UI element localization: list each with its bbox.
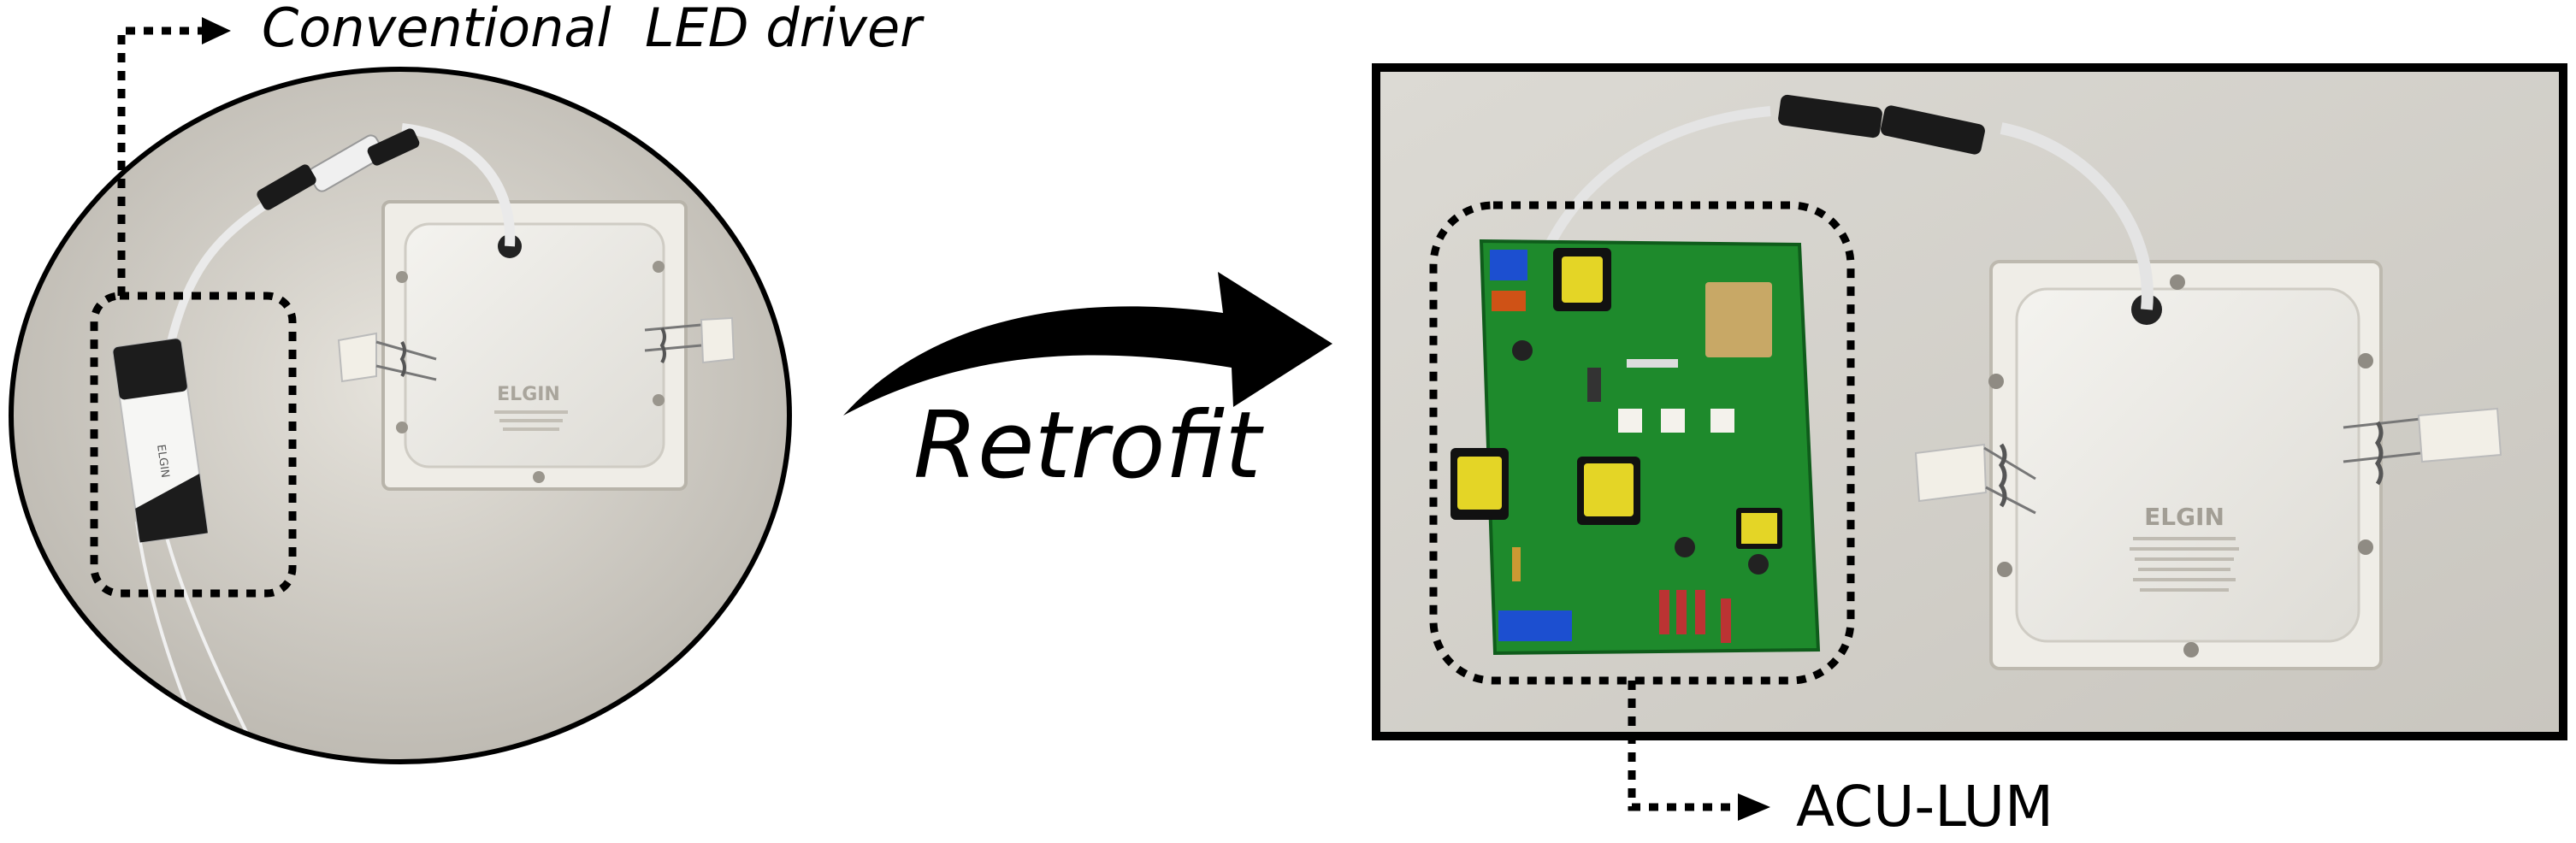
spring-clip-right: [1914, 407, 2502, 515]
panel-brand-left: ELGIN: [497, 384, 560, 405]
led-panel-right: ELGIN: [1988, 260, 2383, 670]
acu-lum-board-photo: [1450, 239, 1821, 656]
cable-left: [135, 123, 516, 753]
cable-right: [1543, 94, 2154, 310]
driver-brand: ELGIN: [154, 444, 171, 479]
panel-brand-right: ELGIN: [2144, 503, 2224, 531]
led-panel-left: ELGIN: [381, 200, 688, 491]
acu-lum-label: ACU-LUM: [1796, 774, 2053, 840]
conventional-driver-label: Conventional LED driver: [262, 0, 925, 59]
retrofit-label: Retrofit: [913, 392, 1264, 499]
leader-acu-lum: [1628, 681, 1770, 821]
driver-highlight-box: [90, 292, 297, 598]
retrofitted-luminaire-photo: ELGIN: [1372, 63, 2567, 740]
spring-clip-left: [337, 316, 736, 383]
leader-conventional-driver: [117, 17, 231, 296]
board-highlight-box: [1429, 201, 1855, 685]
conventional-driver-photo: ELGIN: [112, 338, 209, 543]
retrofit-arrow-icon: [843, 272, 1332, 416]
original-luminaire-photo: ELGIN: [9, 67, 792, 764]
